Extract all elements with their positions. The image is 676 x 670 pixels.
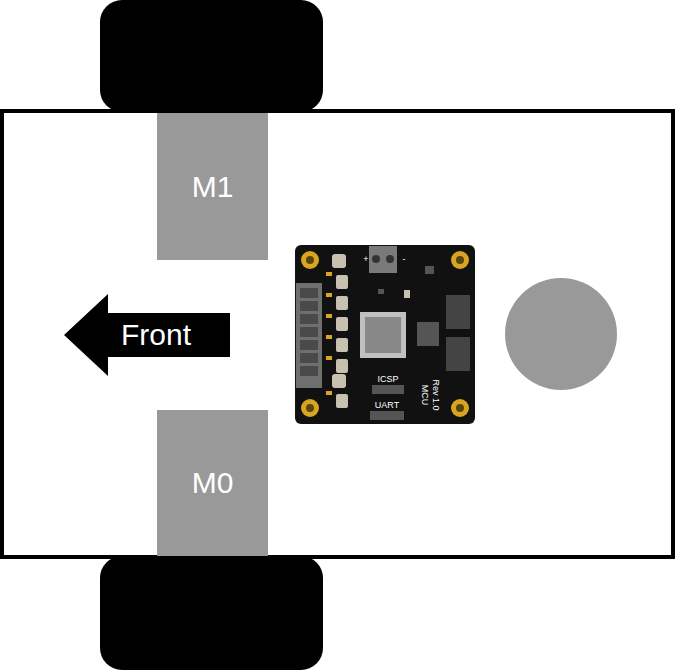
- header-label: ICSP: [377, 375, 398, 384]
- wheel: [100, 0, 323, 112]
- caster-wheel: [505, 278, 617, 390]
- motor-box: M1: [157, 113, 268, 260]
- terminal-sign: +: [363, 255, 368, 264]
- board-label: Rev 1.0: [431, 379, 440, 410]
- wheel: [100, 556, 323, 670]
- header-label: UART: [375, 401, 399, 410]
- terminal-sign: -: [403, 255, 406, 264]
- front-arrow: Front: [64, 294, 230, 376]
- node-label: M0: [192, 466, 234, 500]
- board-label: MCU: [420, 385, 429, 406]
- node-label: Front: [121, 318, 191, 352]
- motor-box: M0: [157, 410, 268, 556]
- chassis: [2, 111, 673, 557]
- node-label: M1: [192, 170, 234, 204]
- mcu-board: [295, 245, 475, 424]
